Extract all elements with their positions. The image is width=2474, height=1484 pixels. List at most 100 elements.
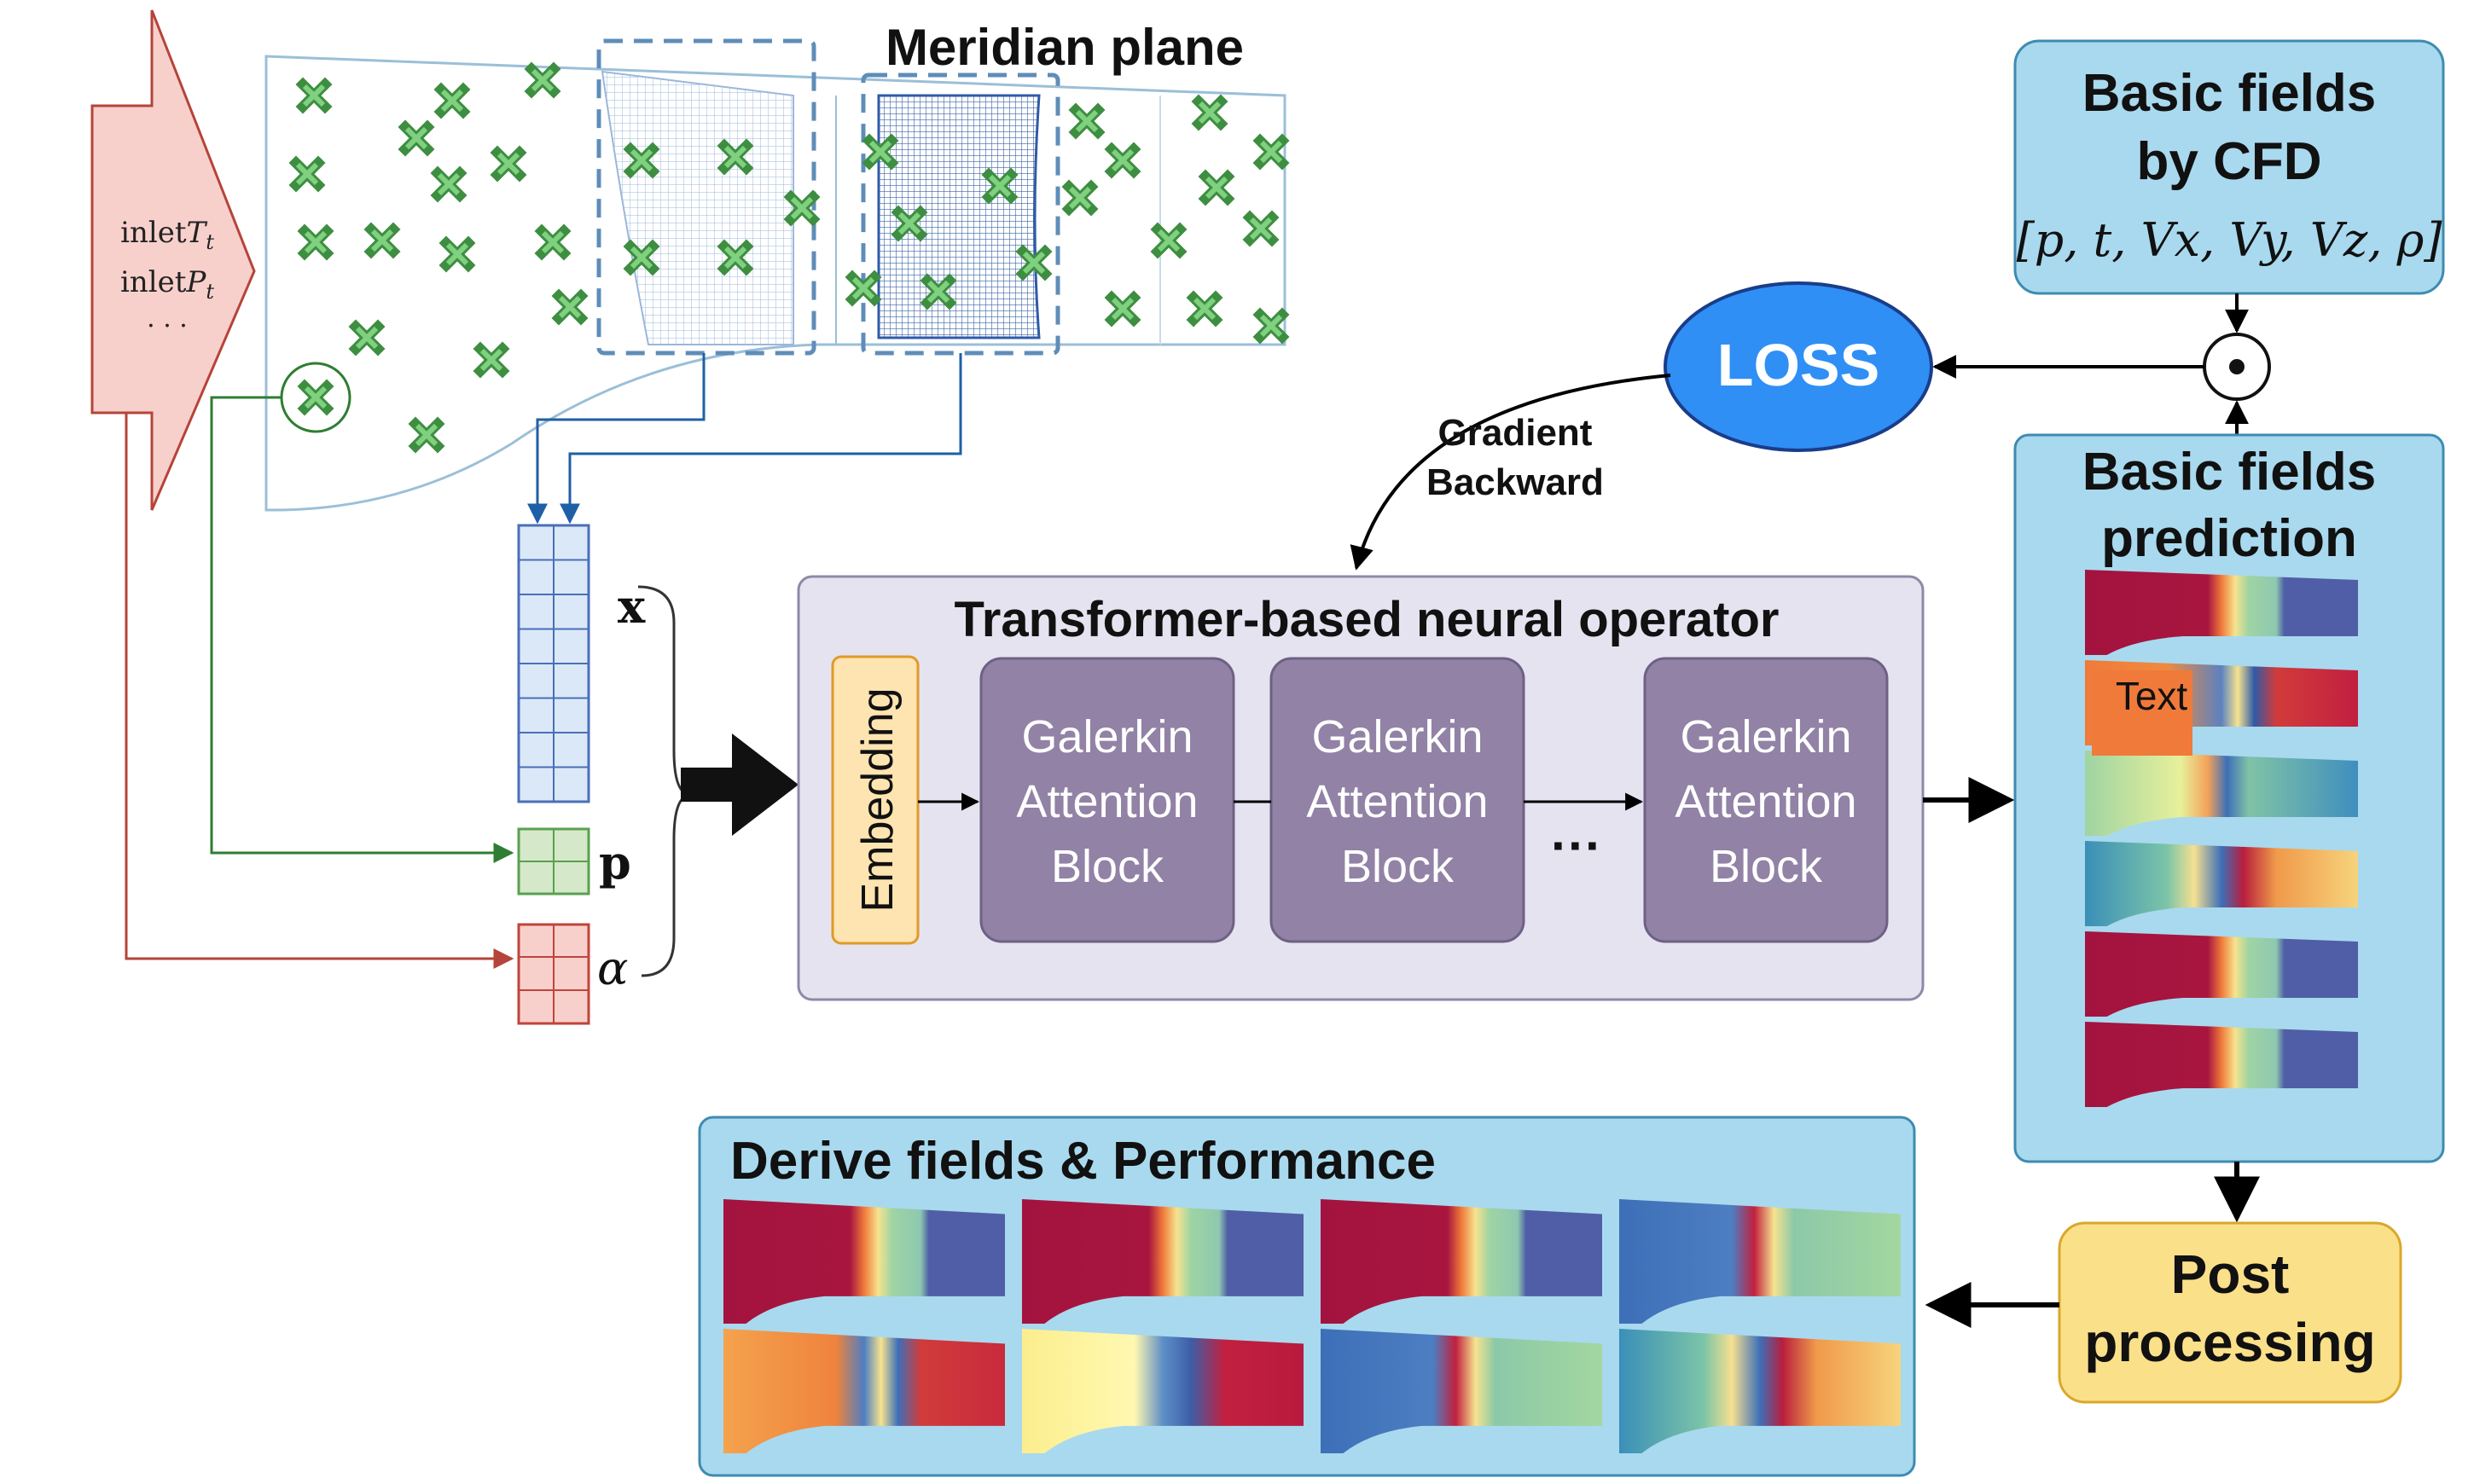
sample-point-marker (1068, 102, 1106, 140)
sample-point-marker (717, 239, 754, 276)
prediction-box: Basic fields prediction Text (2013, 433, 2445, 1163)
svg-text:Attention: Attention (1306, 776, 1488, 827)
derived-field-image (1321, 1329, 1602, 1453)
derived-field-image (723, 1199, 1005, 1324)
inlet-var1: T (187, 216, 208, 250)
sample-point-marker (623, 239, 660, 276)
sample-point-marker (862, 133, 899, 171)
sample-point-marker (783, 189, 821, 227)
prediction-field-image (2085, 841, 2358, 926)
point-to-p-arrow (210, 396, 514, 863)
gradient-backward-arrow (1350, 374, 1671, 571)
sample-point-marker (288, 155, 326, 193)
inlet-sub1: t (206, 230, 214, 254)
inlet-arrow: inletTt inletPt · · · (90, 9, 256, 511)
post-title-2: processing (2084, 1312, 2375, 1373)
text-overlay-label: Text (2116, 674, 2188, 718)
sample-point-marker (1198, 169, 1235, 206)
derived-field-image (1022, 1329, 1304, 1453)
operator-box: Transformer-based neural operator Embedd… (797, 575, 1925, 1001)
gradient-label-1: Gradient (1438, 412, 1593, 454)
sample-point-marker (717, 138, 754, 176)
svg-text:Galerkin: Galerkin (1021, 711, 1193, 762)
prediction-field-image (2085, 570, 2358, 655)
svg-text:Attention: Attention (1016, 776, 1198, 827)
inlet-sub2: t (206, 280, 214, 304)
svg-text:Galerkin: Galerkin (1680, 711, 1851, 762)
svg-text:Block: Block (1341, 841, 1455, 892)
sample-point-marker (891, 205, 928, 242)
gradient-label-2: Backward (1426, 461, 1604, 503)
sample-point-marker (1186, 290, 1223, 328)
input-to-operator-arrow (681, 733, 799, 836)
svg-text:inletPt: inletPt (120, 265, 214, 304)
var-x: x (618, 579, 646, 634)
derived-field-image (1619, 1329, 1901, 1453)
inlet-line1: inlet (120, 216, 187, 250)
alpha-grid (517, 923, 590, 1025)
svg-text:Galerkin: Galerkin (1311, 711, 1483, 762)
sample-point-marker (295, 77, 333, 114)
sample-point-marker (1252, 133, 1290, 171)
meridian-title: Meridian plane (886, 19, 1244, 76)
sample-point-marker (524, 61, 561, 99)
galerkin-block-1: Galerkin Attention Block (979, 657, 1235, 943)
sample-point-marker (1104, 142, 1141, 179)
sample-point-marker (297, 379, 334, 416)
sample-point-marker (1191, 94, 1228, 131)
sample-point-marker (534, 223, 572, 261)
inlet-line2: inlet (120, 265, 187, 299)
loss-ellipse (1664, 281, 1933, 452)
inlet-to-alpha-arrow (125, 413, 514, 969)
sample-point-marker (1061, 179, 1099, 217)
var-alpha: α (597, 942, 628, 995)
sample-point-marker (551, 288, 589, 326)
cfd-title-2: by CFD (2137, 132, 2322, 191)
sample-point-marker (1252, 307, 1290, 345)
svg-text:inletTt: inletTt (120, 216, 214, 254)
sample-point-marker (433, 82, 471, 119)
sample-point-marker (490, 145, 527, 183)
post-processing-box: Post processing (2058, 1221, 2402, 1404)
sample-point-marker (1015, 244, 1053, 281)
derived-field-image (1022, 1199, 1304, 1324)
ellipsis: ··· (1551, 817, 1602, 874)
prediction-title-2: prediction (2101, 509, 2357, 568)
galerkin-block-3: Galerkin Attention Block (1643, 657, 1889, 943)
inlet-var2: P (185, 265, 206, 299)
sample-point-marker (430, 165, 468, 203)
sample-point-marker (623, 142, 660, 179)
cfd-title-1: Basic fields (2082, 64, 2377, 123)
mesh2-to-x-arrow (560, 353, 962, 525)
svg-text:Attention: Attention (1675, 776, 1856, 827)
mesh1-to-x-arrow (527, 353, 706, 525)
post-title-1: Post (2171, 1243, 2290, 1305)
sample-points (288, 61, 1290, 454)
svg-text:Block: Block (1051, 841, 1164, 892)
sample-point-marker (408, 416, 445, 454)
sample-point-marker (398, 119, 435, 157)
prediction-title-1: Basic fields (2082, 443, 2377, 501)
sample-point-marker (297, 223, 334, 261)
operator-title: Transformer-based neural operator (955, 592, 1780, 647)
derived-field-image (1619, 1199, 1901, 1324)
inlet-line3: · · · (147, 311, 188, 341)
sample-point-marker (438, 235, 476, 273)
derive-box: Derive fields & Performance (698, 1116, 1916, 1477)
derive-title: Derive fields & Performance (730, 1132, 1436, 1191)
loss-label: LOSS (1717, 332, 1880, 398)
embedding-label: Embedding (853, 687, 903, 912)
embedding-box (831, 655, 920, 945)
sample-point-marker (473, 341, 510, 379)
svg-text:Block: Block (1710, 841, 1823, 892)
sample-point-marker (981, 167, 1019, 205)
sample-point-marker (845, 270, 882, 307)
sample-point-marker (1104, 290, 1141, 328)
cfd-box: Basic fields by CFD [p, t, Vx, Vy, Vz, ρ… (2013, 39, 2445, 295)
sample-point-marker (1150, 222, 1188, 259)
prediction-field-image (2085, 931, 2358, 1017)
sample-point-marker (348, 319, 386, 357)
derived-field-image (723, 1329, 1005, 1453)
sample-point-marker (1242, 210, 1280, 247)
